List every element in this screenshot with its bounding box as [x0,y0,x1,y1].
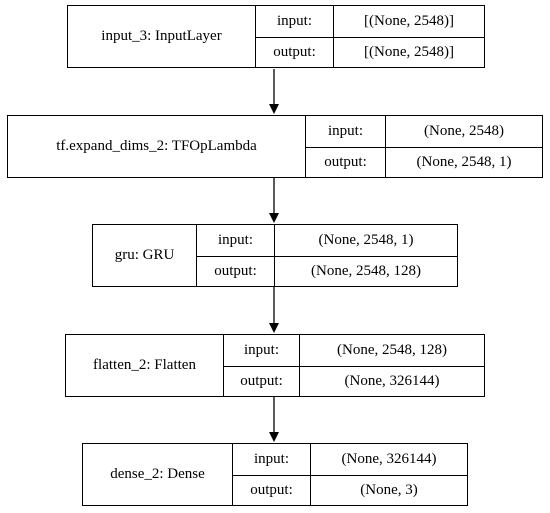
input-shape: (None, 2548, 128) [337,341,447,358]
output-label: output: [224,366,300,396]
output-shape: (None, 326144) [344,372,440,389]
input-label: input: [306,116,386,147]
input-label: input: [256,6,334,37]
output-label: output: [256,37,334,67]
layer-node-input: input_3: InputLayer input: [(None, 2548)… [67,5,485,68]
input-label: input: [197,225,275,256]
layer-name: tf.expand_dims_2: TFOpLambda [8,116,306,177]
input-shape: (None, 2548, 1) [318,231,414,248]
output-label: output: [197,256,275,286]
layer-node-expand-dims: tf.expand_dims_2: TFOpLambda input: (Non… [7,115,543,178]
layer-name: gru: GRU [93,225,197,286]
output-label: output: [233,475,311,505]
output-shape: (None, 3) [360,481,418,498]
input-shape: (None, 326144) [341,450,437,467]
layer-name: flatten_2: Flatten [66,335,224,396]
output-shape: [(None, 2548)] [364,43,454,60]
input-shape: [(None, 2548)] [364,12,454,29]
input-label: input: [224,335,300,366]
layer-node-flatten: flatten_2: Flatten input: (None, 2548, 1… [65,334,485,397]
layer-name: dense_2: Dense [83,444,233,505]
output-shape: (None, 2548, 128) [311,262,421,279]
layer-node-dense: dense_2: Dense input: (None, 326144) out… [82,443,468,506]
output-label: output: [306,147,386,177]
input-label: input: [233,444,311,475]
layer-node-gru: gru: GRU input: (None, 2548, 1) output: … [92,224,458,287]
output-shape: (None, 2548, 1) [416,153,512,170]
layer-name: input_3: InputLayer [68,6,256,67]
input-shape: (None, 2548) [424,122,504,139]
